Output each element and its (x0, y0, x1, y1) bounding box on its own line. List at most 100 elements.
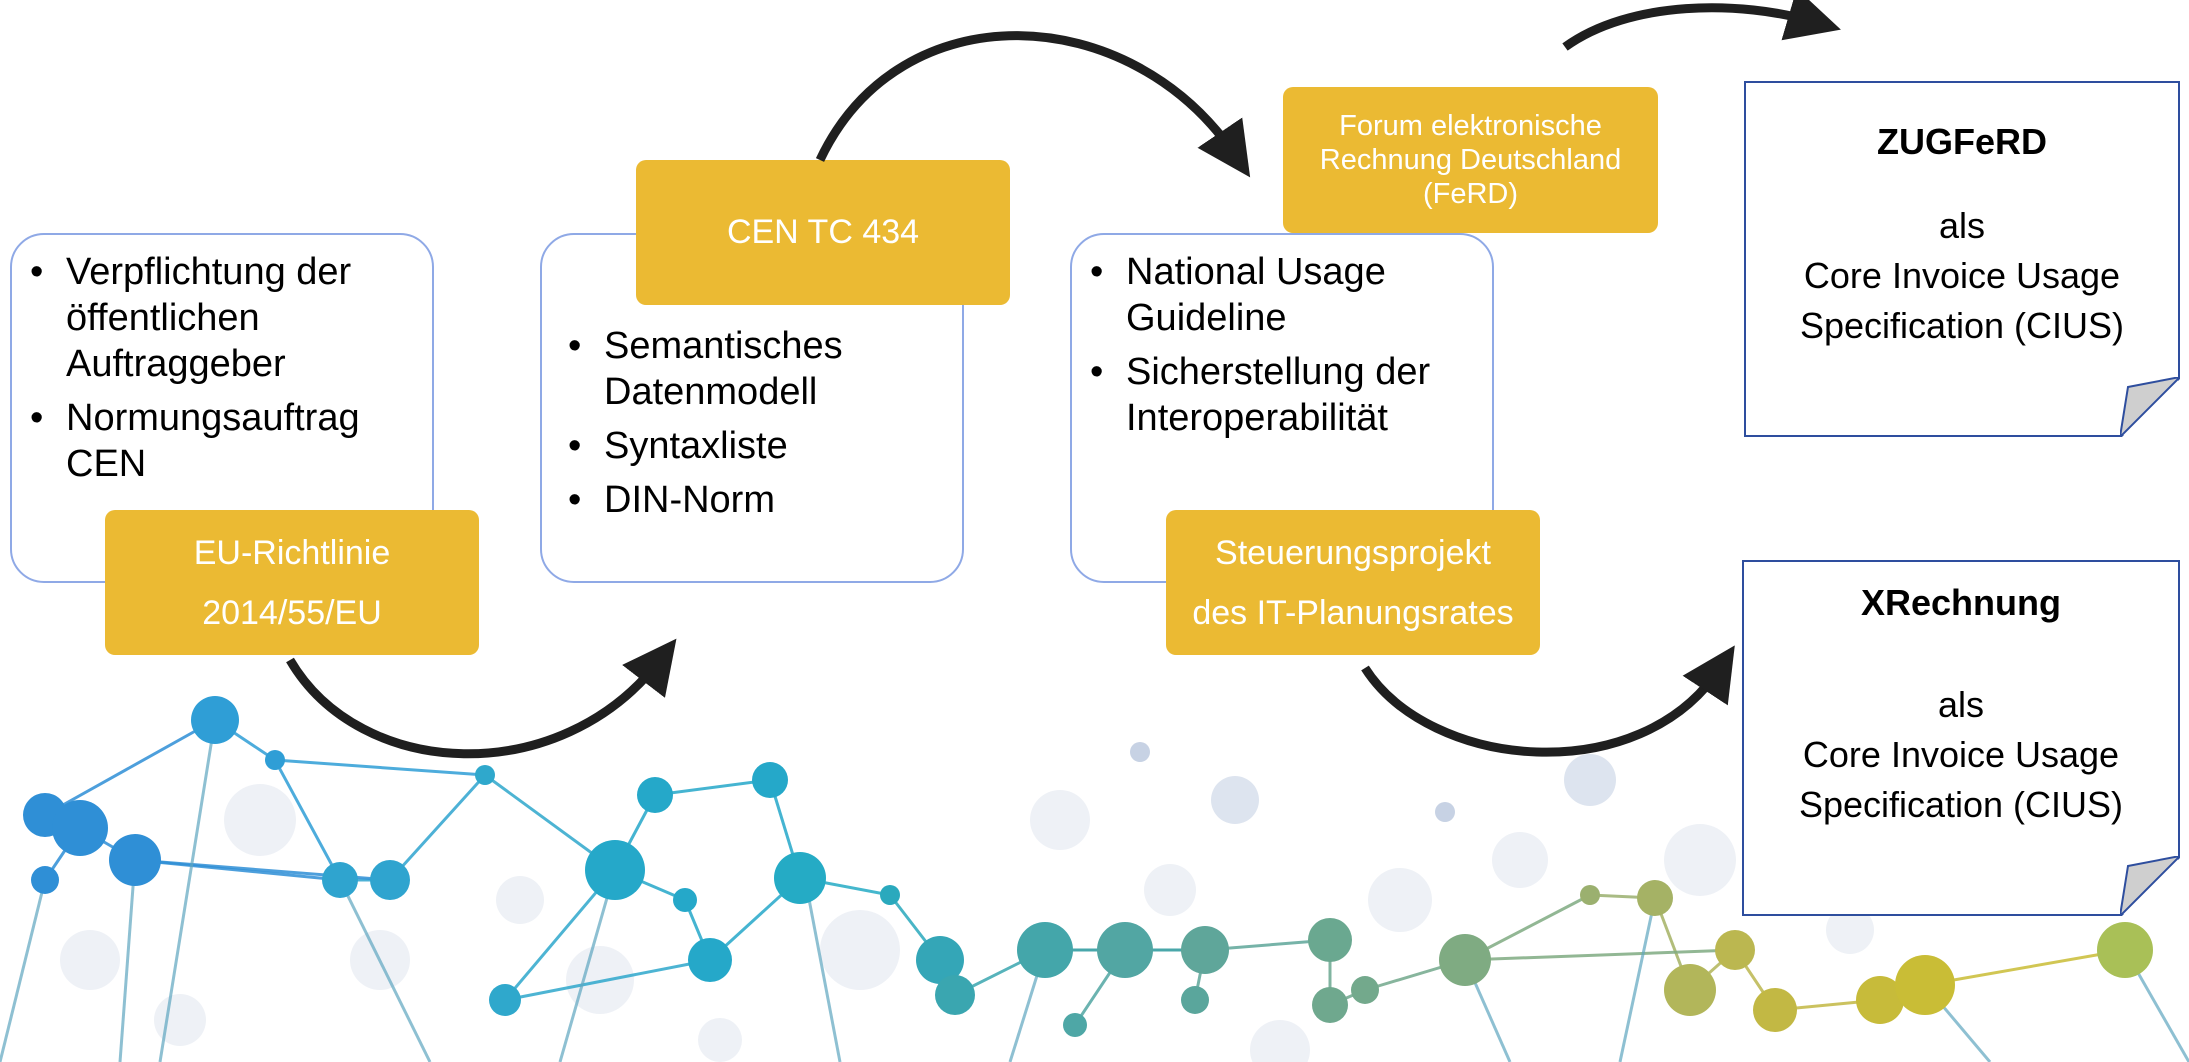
network-node (774, 852, 826, 904)
stage-eu-directive-bullets: Verpflichtung der öffentlichen Auftragge… (18, 249, 422, 487)
bubble (1368, 868, 1432, 932)
network-node (637, 777, 673, 813)
cen-tc-434-label: CEN TC 434 (726, 213, 920, 251)
network-node (585, 840, 645, 900)
network-node (1753, 988, 1797, 1032)
network-edge (118, 859, 137, 1062)
xrechnung-line1: als (1937, 684, 1985, 725)
bullet-item: Syntaxliste (556, 423, 952, 469)
network-node (31, 866, 59, 894)
network-edge (338, 879, 432, 1062)
bubble (1826, 906, 1874, 954)
network-edge (158, 719, 217, 1062)
bullet-item: Verpflichtung der öffentlichen Auftragge… (18, 249, 422, 387)
bubble (698, 1018, 742, 1062)
ferd-label: Forum elektronische Rechnung Deutschland… (1319, 110, 1622, 210)
network-node (1181, 926, 1229, 974)
network-edge (44, 718, 216, 817)
network-edge (1464, 948, 1736, 962)
bullet-item: DIN-Norm (556, 477, 952, 523)
xrechnung-line2: Core Invoice Usage (1802, 734, 2120, 775)
network-node (1664, 964, 1716, 1016)
network-edge (504, 958, 711, 1002)
network-node (1017, 922, 1073, 978)
network-edge (1618, 897, 1657, 1062)
stage-national-bullets: National Usage Guideline Sicherstellung … (1078, 249, 1482, 441)
network-node (1439, 934, 1491, 986)
zugferd-line1: als (1938, 205, 1986, 246)
network-edge (0, 879, 47, 1062)
network-edge (388, 773, 487, 882)
network-node (322, 862, 358, 898)
xrechnung-line3: Specification (CIUS) (1798, 784, 2124, 825)
xrechnung-title: XRechnung (1860, 582, 2061, 623)
network-edge (558, 869, 617, 1062)
bubble (496, 876, 544, 924)
bullet-item: National Usage Guideline (1078, 249, 1482, 341)
network-node (370, 860, 410, 900)
network-node (191, 696, 239, 744)
network-edge (803, 877, 842, 1062)
network-node (688, 938, 732, 982)
bubble (224, 784, 296, 856)
network-node (1435, 802, 1455, 822)
stage-cen-bullets: Semantisches Datenmodell Syntaxliste DIN… (556, 323, 952, 523)
network-node (1308, 918, 1352, 962)
network-node (265, 750, 285, 770)
eu-directive-tag: EU-Richtlinie 2014/55/EU (105, 510, 479, 655)
network-node (1130, 742, 1150, 762)
bullet-item: Semantisches Datenmodell (556, 323, 952, 415)
zugferd-document: ZUGFeRD als Core Invoice Usage Specifica… (1744, 81, 2180, 437)
network-node (752, 762, 788, 798)
network-node (1580, 885, 1600, 905)
cen-tc-434-tag: CEN TC 434 (636, 160, 1010, 305)
network-edge (1924, 948, 2126, 987)
bubble (820, 910, 900, 990)
ferd-tag: Forum elektronische Rechnung Deutschland… (1283, 87, 1658, 233)
eu-directive-tag-line1: EU-Richtlinie (193, 533, 391, 572)
bubble (1144, 864, 1196, 916)
network-node (1637, 880, 1673, 916)
bubble (60, 930, 120, 990)
xrechnung-document: XRechnung als Core Invoice Usage Specifi… (1742, 560, 2180, 916)
network-node (1312, 987, 1348, 1023)
it-planning-tag-line1: Steuerungsprojekt (1215, 533, 1491, 572)
network-node (52, 800, 108, 856)
bullet-item: Sicherstellung der Interoperabilität (1078, 349, 1482, 441)
network-node (935, 975, 975, 1015)
network-node (1181, 986, 1209, 1014)
network-node (2097, 922, 2153, 978)
network-edge (274, 758, 486, 777)
network-node (475, 765, 495, 785)
bubble (1664, 824, 1736, 896)
network-node (109, 834, 161, 886)
zugferd-page-fold-icon (2120, 377, 2180, 437)
eu-directive-tag-line2: 2014/55/EU (202, 593, 382, 632)
zugferd-line3: Specification (CIUS) (1799, 305, 2125, 346)
network-node (673, 888, 697, 912)
bullet-item: Normungsauftrag CEN (18, 395, 422, 487)
network-node (1211, 776, 1259, 824)
zugferd-title: ZUGFeRD (1877, 121, 2047, 162)
bubble (1030, 790, 1090, 850)
bubble (1250, 1020, 1310, 1062)
it-planning-council-tag: Steuerungsprojekt des IT-Planungsrates (1166, 510, 1540, 655)
network-node (489, 984, 521, 1016)
network-node (1063, 1013, 1087, 1037)
network-node (1715, 930, 1755, 970)
bubble (1492, 832, 1548, 888)
network-edge (654, 778, 771, 797)
network-node (1856, 976, 1904, 1024)
network-node (1351, 976, 1379, 1004)
network-node (1895, 955, 1955, 1015)
network-node (1564, 754, 1616, 806)
it-planning-tag-line2: des IT-Planungsrates (1192, 593, 1514, 632)
xrechnung-page-fold-icon (2120, 856, 2180, 916)
bubble (154, 994, 206, 1046)
network-node (880, 885, 900, 905)
network-node (1097, 922, 1153, 978)
network-node (916, 936, 964, 984)
zugferd-line2: Core Invoice Usage (1803, 255, 2121, 296)
network-edge (273, 759, 342, 881)
